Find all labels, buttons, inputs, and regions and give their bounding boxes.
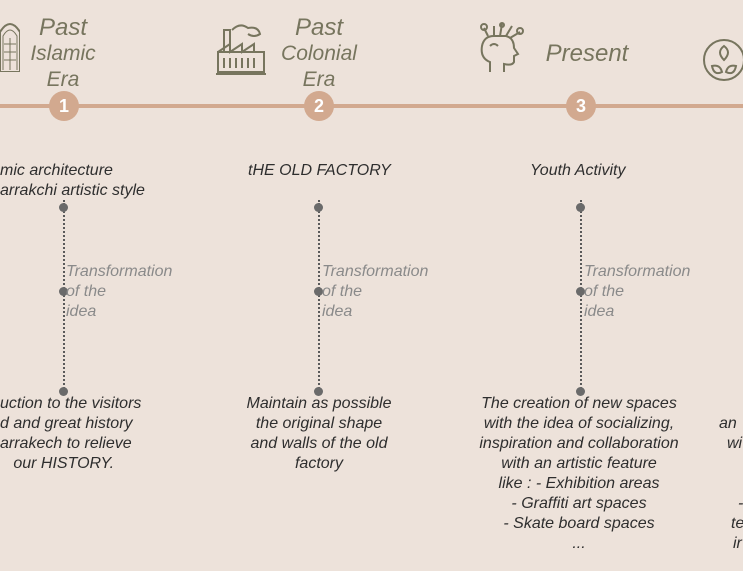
connector-dot (59, 287, 68, 296)
timeline-node-2: 2 (304, 91, 334, 121)
connector-dot (314, 387, 323, 396)
head-with-ideas-icon (480, 22, 524, 72)
connector-line-2 (318, 200, 320, 392)
description-fragment: wi (727, 435, 743, 452)
era-title-line2: Colonial (281, 42, 357, 65)
heading-line: mic architecture (0, 162, 113, 179)
era-title-islamic: Past Islamic Era (8, 15, 118, 93)
column-heading: mic architecture arrakchi artistic style (0, 161, 145, 201)
era-title-line2: Islamic (30, 42, 96, 65)
connector-dot (59, 203, 68, 212)
era-title-colonial: Past Colonial Era (264, 15, 374, 93)
connector-line-3 (580, 200, 582, 392)
connector-dot (314, 287, 323, 296)
factory-icon (216, 24, 266, 75)
column-heading: Youth Activity (530, 162, 626, 179)
era-title-line3: Era (302, 68, 336, 91)
heading-line: arrakchi artistic style (0, 182, 145, 199)
connector-dot (576, 203, 585, 212)
connector-line-1 (63, 200, 65, 392)
transformation-label: Transformation of the idea (66, 263, 173, 320)
connector-dot (576, 387, 585, 396)
connector-dot (314, 203, 323, 212)
islamic-window-icon (0, 23, 20, 72)
column-description: The creation of new spaces with the idea… (479, 395, 679, 552)
era-title-present: Present (532, 41, 642, 67)
connector-dot (576, 287, 585, 296)
era-title-line1: Past (294, 14, 344, 41)
transformation-label: Transformation of the idea (322, 263, 429, 320)
timeline-line (0, 104, 743, 108)
recycle-leaves-icon (703, 39, 743, 81)
column-description: Maintain as possible the original shape … (246, 395, 392, 472)
timeline-node-1: 1 (49, 91, 79, 121)
era-title-line3: Era (46, 68, 80, 91)
description-fragment: te (731, 515, 743, 532)
era-title-line1: Past (38, 14, 88, 41)
column-heading: tHE OLD FACTORY (248, 162, 391, 179)
timeline-node-3: 3 (566, 91, 596, 121)
connector-dot (59, 387, 68, 396)
column-description: uction to the visitors d and great histo… (0, 395, 142, 472)
description-fragment: ir (733, 535, 742, 552)
description-fragment: an (719, 415, 737, 432)
era-title-line1: Present (545, 40, 629, 67)
description-fragment: - (738, 495, 743, 512)
transformation-label: Transformation of the idea (584, 263, 691, 320)
